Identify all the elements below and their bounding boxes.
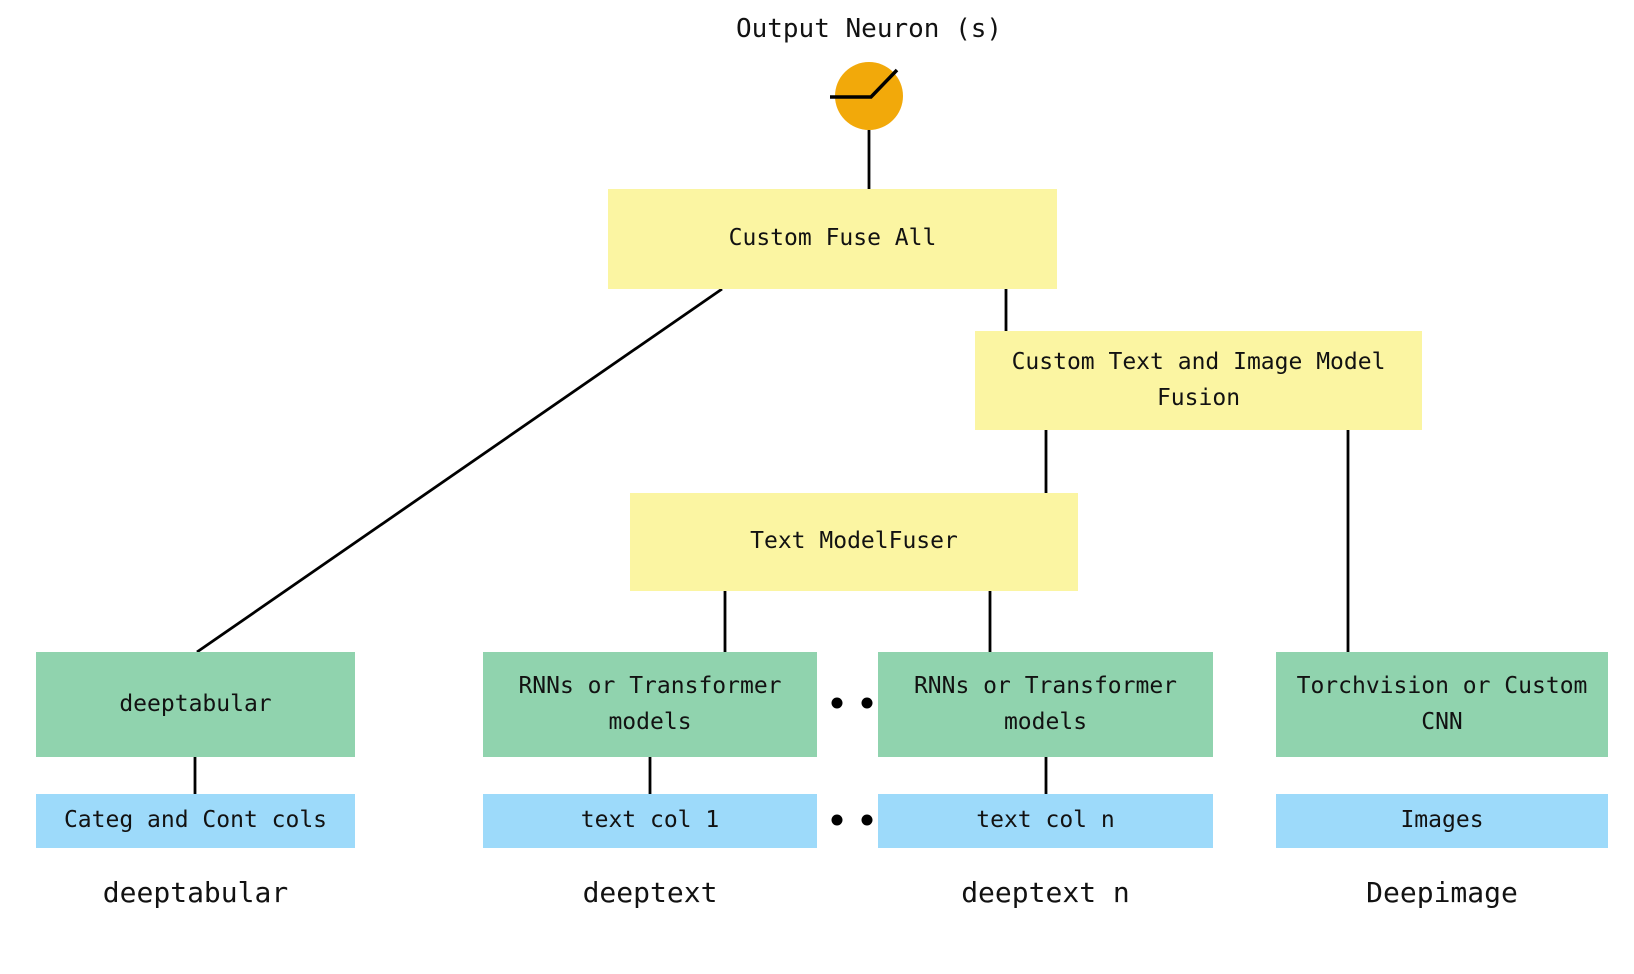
caption-deeptabular: deeptabular <box>102 876 289 909</box>
node-custom-text-image-fusion: Custom Text and Image Model Fusion <box>975 331 1422 430</box>
node-deeptext-n-input: text col n <box>878 794 1213 848</box>
node-deepimage-model: Torchvision or Custom CNN <box>1276 652 1608 757</box>
caption-deeptext: deeptext <box>582 876 718 909</box>
node-deeptext-1-model: RNNs or Transformer models <box>483 652 817 757</box>
relu-activation-icon <box>830 68 899 99</box>
ellipsis-dot <box>831 697 843 709</box>
node-deeptext-n-model: RNNs or Transformer models <box>878 652 1213 757</box>
ellipsis-dot <box>831 814 843 826</box>
ellipsis-dot <box>861 814 873 826</box>
node-text-modelfuser: Text ModelFuser <box>630 493 1078 591</box>
node-custom-fuse-all: Custom Fuse All <box>608 189 1057 289</box>
node-deeptext-1-input: text col 1 <box>483 794 817 848</box>
caption-deepimage: Deepimage <box>1366 876 1518 909</box>
connector-fuse-all-to-deeptabular <box>196 287 723 654</box>
node-deeptabular-input: Categ and Cont cols <box>36 794 355 848</box>
ellipsis-dot <box>861 697 873 709</box>
node-deeptabular-model: deeptabular <box>36 652 355 757</box>
node-deepimage-input: Images <box>1276 794 1608 848</box>
caption-deeptext-n: deeptext n <box>961 876 1130 909</box>
output-neuron-label: Output Neuron (s) <box>735 14 1003 44</box>
